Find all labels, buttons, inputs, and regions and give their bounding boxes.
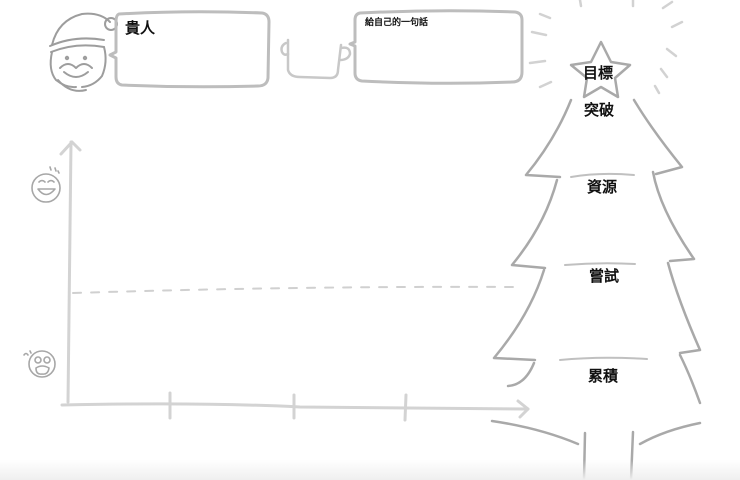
scared-face-icon	[23, 350, 56, 378]
santa-icon	[49, 12, 118, 92]
tree-level-goal: 目標	[583, 64, 614, 82]
happy-face-icon	[31, 166, 61, 203]
benefactor-input[interactable]	[124, 38, 266, 84]
x-axis	[60, 391, 530, 422]
star-rays	[528, 0, 684, 95]
tree-outline	[490, 98, 702, 480]
x-tick-3	[403, 393, 408, 422]
quote-box-outline	[348, 9, 524, 85]
benefactor-label: 貴人	[125, 19, 156, 37]
quote-input[interactable]	[362, 30, 518, 80]
tree-level-resources: 資源	[587, 178, 618, 196]
tree-level-breakthrough: 突破	[584, 101, 615, 119]
tree-level-attempt: 嘗試	[589, 267, 620, 285]
baseline-dashed	[72, 285, 516, 294]
benefactor-box-outline	[108, 10, 271, 89]
y-axis	[59, 140, 82, 404]
connector-icon	[280, 38, 352, 80]
star-icon	[569, 40, 632, 99]
quote-label: 給自己的一句話	[365, 18, 429, 28]
tree-level-accumulation: 累積	[588, 367, 619, 385]
bottom-fade	[0, 460, 740, 480]
